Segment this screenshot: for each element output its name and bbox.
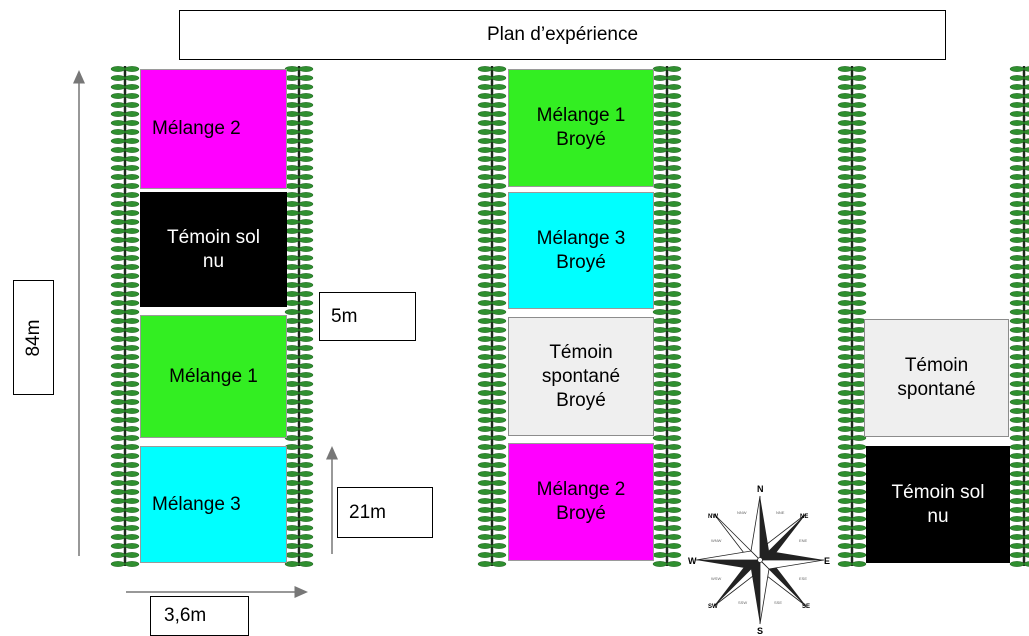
plot-length-label: 21m xyxy=(337,487,433,538)
plot-label-line1: Témoin sol xyxy=(167,226,260,248)
plot-melange-3-broye: Mélange 3 Broyé xyxy=(508,192,654,309)
compass-ese: ESE xyxy=(799,576,807,581)
compass-wsw: WSW xyxy=(711,576,721,581)
compass-se: SE xyxy=(802,604,810,610)
compass-nnw: NNW xyxy=(737,510,747,515)
plot-melange-2-broye: Mélange 2 Broyé xyxy=(508,443,654,561)
gap-label: 5m xyxy=(319,292,416,341)
plot-label-line2: spontané xyxy=(541,365,621,387)
plot-label-line2: Broyé xyxy=(556,129,606,150)
plot-label-line1: Mélange 2 xyxy=(536,479,626,500)
plot-label-line2: Broyé xyxy=(556,251,606,273)
plot-label-line2: nu xyxy=(202,250,225,272)
plot-melange-2: Mélange 2 xyxy=(140,69,287,189)
hedgerow-2 xyxy=(284,66,314,567)
plot-melange-3: Mélange 3 xyxy=(140,446,287,563)
compass-w: W xyxy=(688,556,697,566)
hedgerow-6 xyxy=(1009,66,1029,567)
plot-label-line1: Mélange 1 xyxy=(536,105,626,126)
compass-sse: SSE xyxy=(774,600,782,605)
plot-width-label: 3,6m xyxy=(150,596,249,636)
plot-label: Mélange 3 xyxy=(152,493,241,515)
compass-n: N xyxy=(757,484,764,494)
page-title: Plan d’expérience xyxy=(179,10,946,60)
compass-ssw: SSW xyxy=(738,600,747,605)
plot-label-line3: Broyé xyxy=(556,389,606,411)
hedgerow-3 xyxy=(477,66,507,567)
plot-label: Mélange 2 xyxy=(152,118,241,139)
plot-label-line2: Broyé xyxy=(556,503,606,524)
plot-label: Mélange 1 xyxy=(169,365,258,387)
compass-nw: NW xyxy=(708,514,718,520)
gap-text: 5m xyxy=(331,305,358,327)
compass-nne: NNE xyxy=(776,510,785,515)
hedgerow-1 xyxy=(110,66,140,567)
hedgerow-5 xyxy=(837,66,867,567)
plot-label-line2: nu xyxy=(927,505,949,527)
plot-label-line1: Témoin xyxy=(549,341,613,363)
compass-sw: SW xyxy=(708,604,718,610)
plot-label-line1: Mélange 3 xyxy=(536,227,626,249)
plot-temoin-spontane: Témoin spontané xyxy=(864,319,1009,437)
plot-label-line1: Témoin sol xyxy=(891,481,985,503)
compass-s: S xyxy=(757,626,763,634)
compass-wnw: WNW xyxy=(711,538,722,543)
plot-melange-1: Mélange 1 xyxy=(140,315,287,438)
compass-ne: NE xyxy=(800,514,808,520)
hedgerow-4 xyxy=(652,66,682,567)
plot-length-text: 21m xyxy=(349,501,386,523)
plot-temoin-sol-nu: Témoin sol nu xyxy=(140,192,287,307)
plot-temoin-spontane-broye: Témoin spontané Broyé xyxy=(508,317,654,436)
plot-label-line2: spontané xyxy=(897,379,976,400)
compass-ene: ENE xyxy=(799,538,808,543)
plot-melange-1-broye: Mélange 1 Broyé xyxy=(508,69,654,187)
plot-label-line1: Témoin xyxy=(904,355,969,376)
title-text: Plan d’expérience xyxy=(486,24,639,45)
total-length-label: 84m xyxy=(13,280,54,395)
plot-temoin-sol-nu-2: Témoin sol nu xyxy=(866,446,1010,563)
plot-width-text: 3,6m xyxy=(164,605,207,626)
compass-e: E xyxy=(824,556,830,566)
